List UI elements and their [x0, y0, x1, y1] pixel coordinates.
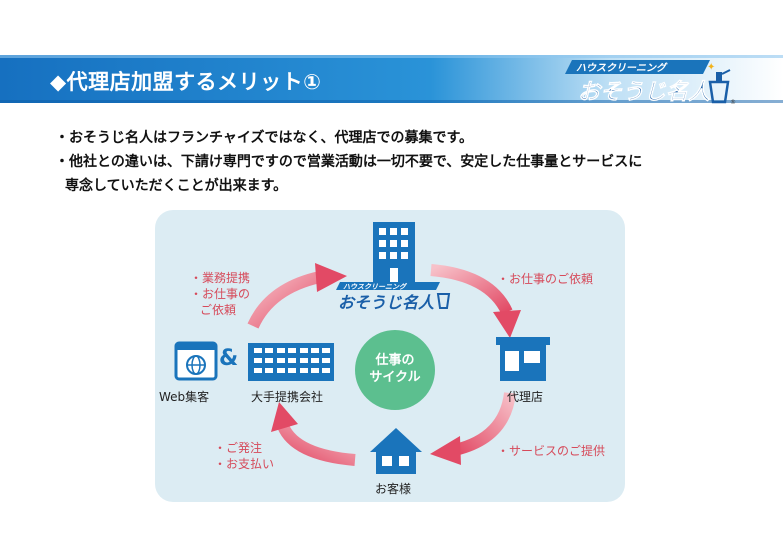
office-building-icon	[373, 222, 415, 286]
arrow-label-bottom-right: ・サービスのご提供	[497, 444, 606, 458]
logo-small-text: ハウスクリーニング	[576, 62, 668, 74]
partner-company-icon	[248, 343, 334, 381]
svg-text:おそうじ名人: おそうじ名人	[338, 293, 435, 312]
cycle-diagram: ハウスクリーニング おそうじ名人	[174, 222, 550, 474]
svg-text:✦: ✦	[707, 62, 715, 73]
web-label: Web集客	[159, 390, 210, 404]
arrow-label-top-right: ・お仕事のご依頼	[497, 272, 594, 286]
osouji-meijin-logo: ハウスクリーニング おそうじ名人 ✦ ®	[565, 60, 736, 106]
cycle-center-circle	[355, 330, 435, 410]
web-browser-icon	[174, 341, 218, 381]
arrow-label-top-left: ・業務提携 ・お仕事の ご依頼	[190, 271, 251, 317]
logo-big-text: おそうじ名人	[578, 80, 711, 105]
agency-shop-icon	[496, 337, 550, 381]
ampersand: &	[219, 346, 239, 371]
customer-label: お客様	[375, 482, 412, 496]
cycle-center-label: 仕事の サイクル	[369, 353, 421, 385]
arrow-top-left	[247, 263, 347, 329]
arrow-label-bottom-left: ・ご発注 ・お支払い	[214, 441, 275, 471]
arrow-bottom-left	[271, 402, 356, 466]
partner-label: 大手提携会社	[251, 390, 324, 404]
agency-label: 代理店	[507, 390, 544, 404]
bullet-1: ・おそうじ名人はフランチャイズではなく、代理店での募集です。	[55, 130, 474, 146]
arrow-bottom-right	[430, 392, 516, 465]
bullet-2: ・他社との違いは、下請け専門ですので営業活動は一切不要で、安定した仕事量とサービ…	[55, 154, 643, 170]
arrow-top-right	[430, 264, 521, 338]
description: ・おそうじ名人はフランチャイズではなく、代理店での募集です。 ・他社との違いは、…	[55, 127, 755, 199]
svg-text:®: ®	[730, 99, 736, 106]
page-title: ◆代理店加盟するメリット①	[50, 70, 322, 94]
osouji-meijin-logo-small: ハウスクリーニング おそうじ名人	[336, 282, 451, 312]
svg-text:ハウスクリーニング: ハウスクリーニング	[343, 282, 408, 291]
customer-house-icon	[370, 428, 422, 474]
bullet-2-cont: 専念していただくことが出来ます。	[65, 178, 288, 194]
